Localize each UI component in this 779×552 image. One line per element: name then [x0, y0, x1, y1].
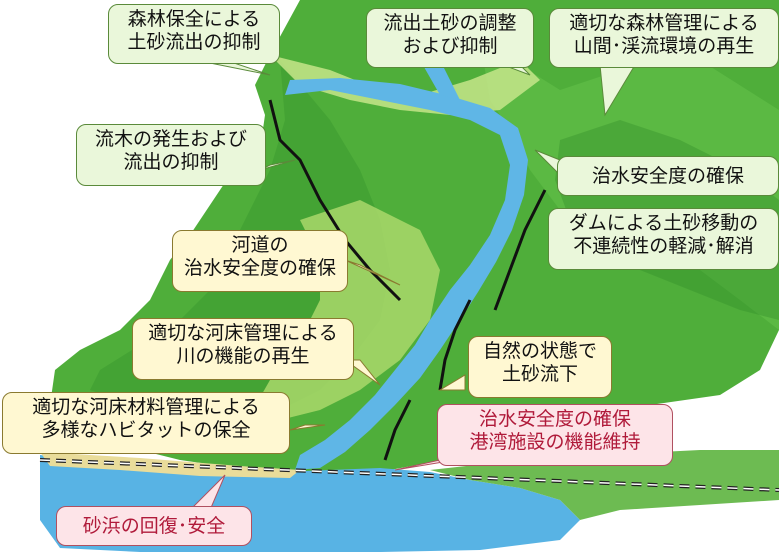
pointer-port: [383, 399, 412, 461]
callout-line: 川の機能の再生: [176, 345, 310, 368]
callout-sediment-adjust: 流出土砂の調整 および抑制: [366, 8, 534, 68]
tail-riverbed-material: [289, 424, 326, 431]
callout-line: 山間･渓流環境の再生: [573, 35, 755, 58]
callout-forest-management: 適切な森林管理による 山間･渓流環境の再生: [549, 8, 779, 68]
callout-line: および抑制: [402, 35, 498, 58]
callout-beach-recovery: 砂浜の回復･安全: [56, 506, 252, 546]
coast-land: [430, 450, 779, 520]
pointer-dam: [493, 189, 547, 311]
callout-line: 治水安全度の確保: [478, 408, 631, 430]
callout-river-channel-safety: 河道の 治水安全度の確保: [172, 230, 348, 292]
callout-line: ダムによる土砂移動の: [568, 212, 759, 234]
callout-line: 治水安全度の確保: [591, 165, 744, 187]
callout-port-safety: 治水安全度の確保 港湾施設の機能維持: [437, 404, 673, 466]
callout-line: 流木の発生および: [94, 128, 247, 150]
callout-line: 治水安全度の確保: [183, 257, 336, 280]
callout-line: 森林保全による: [127, 8, 261, 30]
callout-flood-safety-upper: 治水安全度の確保: [557, 156, 779, 196]
callout-driftwood: 流木の発生および 流出の抑制: [76, 124, 266, 186]
callout-line: 流出の抑制: [123, 151, 219, 174]
callout-line: 河道の: [231, 234, 289, 256]
callout-line: 適切な森林管理による: [569, 12, 759, 34]
valley-fields-upper: [270, 55, 540, 115]
callout-forest-conservation: 森林保全による 土砂流出の抑制: [108, 4, 280, 64]
callout-line: 多様なハビタットの保全: [41, 419, 251, 442]
callout-riverbed-management: 適切な河床管理による 川の機能の再生: [132, 318, 354, 380]
callout-line: 不連続性の軽減･解消: [573, 235, 754, 258]
callout-riverbed-material: 適切な河床材料管理による 多様なハビタットの保全: [2, 392, 290, 454]
callout-natural-sediment-flow: 自然の状態で 土砂流下: [468, 336, 612, 398]
callout-line: 土砂流出の抑制: [127, 31, 261, 54]
railway-inner: [39, 459, 779, 491]
tail-natural-flow: [438, 374, 466, 391]
callout-line: 土砂流下: [501, 363, 578, 386]
callout-line: 流出土砂の調整: [383, 12, 517, 34]
pointer-natural-flow: [438, 299, 472, 391]
callout-line: 適切な河床材料管理による: [32, 396, 260, 418]
callout-line: 自然の状態で: [482, 340, 597, 362]
callout-dam-sediment: ダムによる土砂移動の 不連続性の軽減･解消: [548, 208, 779, 270]
tail-river-channel: [344, 259, 401, 286]
callout-line: 港湾施設の機能維持: [469, 431, 641, 454]
callout-line: 適切な河床管理による: [148, 322, 338, 344]
river: [285, 78, 528, 470]
callout-line: 砂浜の回復･安全: [82, 515, 226, 537]
